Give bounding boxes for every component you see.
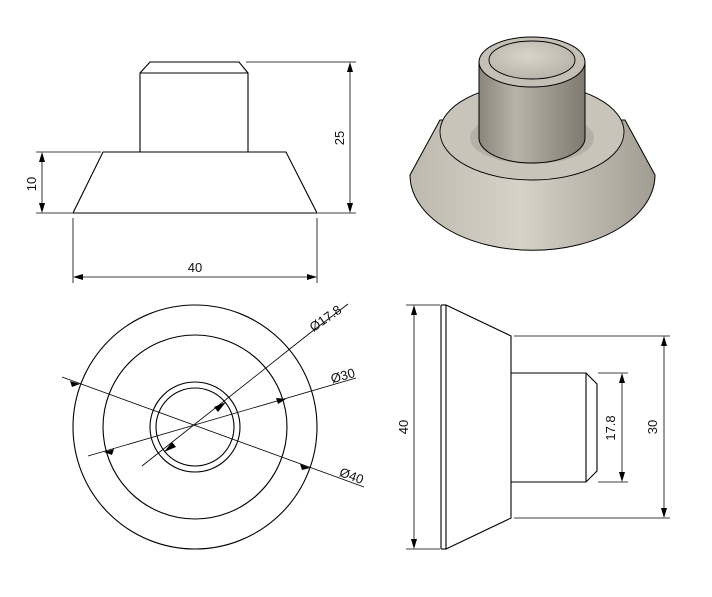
side-base-outline <box>445 304 512 550</box>
arrow-head <box>214 402 226 412</box>
arrow-head <box>164 442 176 452</box>
dim-front-width: 40 <box>188 260 202 275</box>
dim-front-base-height: 10 <box>24 177 39 191</box>
side-view: 40 17.8 30 <box>396 304 670 550</box>
arrow-head <box>70 381 80 387</box>
top-view: Ø17.8 Ø30 Ø40 <box>61 302 366 550</box>
dim-top-dia-large: Ø40 <box>337 465 365 488</box>
front-base-outline <box>72 151 318 214</box>
front-cylinder-outline <box>139 61 249 152</box>
top-circle-inner-chamfer <box>149 381 241 473</box>
arrow-head <box>307 274 317 280</box>
dim-leader <box>61 376 365 488</box>
arrow-head <box>104 449 114 455</box>
arrow-head <box>347 62 353 72</box>
arrow-head <box>411 539 417 549</box>
arrow-head <box>276 398 286 404</box>
arrow-head <box>411 305 417 315</box>
arrow-head <box>619 472 625 482</box>
arrow-head <box>347 203 353 213</box>
dim-top-dia-small: Ø17.8 <box>307 302 345 335</box>
render-cylinder <box>478 61 586 164</box>
dim-leader-tail <box>309 303 349 334</box>
dim-leader <box>141 332 311 467</box>
top-circle-inner <box>155 387 235 467</box>
arrow-head <box>39 152 45 162</box>
arrow-head <box>661 508 667 518</box>
dim-side-height-large: 40 <box>396 420 411 434</box>
side-cylinder-outline <box>511 372 598 483</box>
top-circle-mid <box>102 334 288 520</box>
render-cylinder-cap <box>488 40 576 80</box>
arrow-head <box>661 336 667 346</box>
arrow-head <box>73 274 83 280</box>
top-circle-outer <box>72 304 318 550</box>
arrow-head <box>619 373 625 383</box>
dim-side-height-mid: 30 <box>645 420 660 434</box>
arrow-head <box>39 203 45 213</box>
dim-top-dia-mid: Ø30 <box>329 365 357 386</box>
dim-leader <box>87 377 357 457</box>
arrow-head <box>300 464 310 470</box>
isometric-render <box>409 36 656 251</box>
dim-front-total-height: 25 <box>332 131 347 145</box>
front-view: 10 25 40 <box>24 61 356 283</box>
dim-side-height-small: 17.8 <box>603 415 618 440</box>
